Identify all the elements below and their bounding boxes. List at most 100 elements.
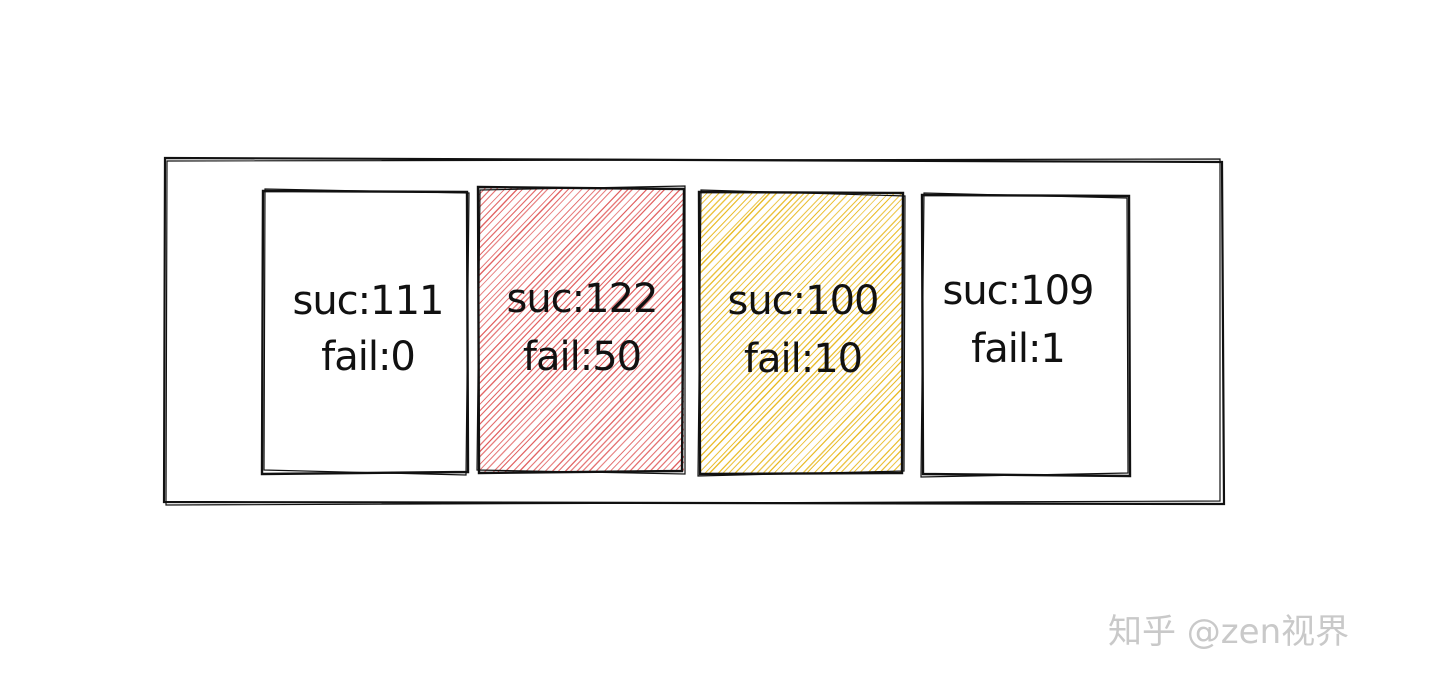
hatch-line: [194, 182, 478, 478]
hatch-line: [478, 231, 684, 449]
cell-1: suc:122 fail:50: [194, 182, 686, 478]
hatch-line: [531, 311, 684, 472]
hatch-line: [733, 298, 903, 474]
cell-1-red-hatch: [194, 182, 684, 478]
cell-2-suc-label: suc:100: [727, 278, 878, 324]
hatch-line: [543, 325, 684, 472]
cell-3-suc-label: suc:109: [942, 268, 1093, 314]
hatch-line: [851, 420, 903, 474]
hatch-line: [772, 338, 903, 474]
hatch-line: [478, 251, 684, 467]
hatch-line: [478, 191, 684, 407]
hatch-line: [511, 292, 684, 472]
hatch-line: [700, 192, 768, 263]
hatch-line: [805, 373, 903, 474]
cell-2: suc:100 fail:10: [697, 189, 906, 477]
hatch-line: [478, 188, 657, 373]
hatch-line: [478, 202, 684, 420]
hatch-line: [587, 371, 684, 472]
hatch-line: [602, 387, 684, 472]
hatch-line: [766, 332, 903, 474]
hatch-line: [700, 192, 877, 378]
hatch-line: [700, 192, 844, 342]
hatch-line: [478, 222, 684, 441]
hatch-line: [628, 413, 684, 472]
hatch-line: [700, 192, 734, 227]
hatch-line: [812, 379, 903, 474]
hatch-line: [478, 188, 493, 204]
hatch-line: [700, 192, 897, 396]
hatch-line: [700, 192, 760, 254]
hatch-line: [478, 188, 592, 306]
hatch-line: [478, 188, 667, 386]
hatch-line: [580, 365, 684, 472]
hatch-line: [478, 188, 604, 318]
hatch-line: [478, 188, 635, 353]
hatch-line: [483, 263, 684, 472]
hatch-line: [700, 192, 883, 384]
hatch-line: [833, 400, 903, 474]
hatch-line: [700, 203, 903, 418]
hatch-line: [478, 188, 479, 189]
hatch-line: [648, 434, 684, 472]
hatch-line: [478, 237, 684, 455]
cell-0-fail-label: fail:0: [321, 334, 415, 380]
hatch-line: [536, 318, 684, 472]
hatch-line: [846, 414, 903, 474]
hatch-line: [556, 339, 684, 472]
hatch-line: [478, 188, 642, 358]
hatch-line: [700, 192, 728, 221]
hatch-line: [700, 192, 746, 241]
hatch-line: [721, 284, 903, 474]
cell-0-suc-label: suc:111: [292, 278, 443, 324]
hatch-line: [504, 285, 684, 472]
hatch-line: [700, 192, 891, 390]
hatch-line: [478, 188, 649, 367]
hatch-line: [700, 196, 903, 411]
hatch-line: [838, 407, 903, 474]
hatch-line: [575, 358, 684, 472]
hatch-line: [700, 192, 788, 283]
hatch-line: [478, 188, 525, 237]
hatch-line: [550, 332, 684, 472]
cell-2-fail-label: fail:10: [744, 336, 862, 382]
hatch-line: [615, 400, 684, 472]
hatch-line: [707, 271, 903, 474]
hatch-line: [700, 211, 903, 426]
hatch-line: [478, 188, 520, 232]
hatch-line: [478, 188, 683, 400]
hatch-line: [700, 237, 903, 451]
hatch-line: [761, 325, 903, 474]
hatch-line: [827, 394, 903, 474]
hatch-line: [478, 188, 624, 340]
hatch-line: [700, 257, 903, 473]
hatch-line: [478, 188, 487, 197]
hatch-line: [478, 188, 609, 326]
hatch-line: [478, 188, 584, 299]
hatch-line: [700, 192, 832, 329]
hatch-line: [727, 291, 903, 474]
hatch-line: [700, 217, 903, 431]
hatch-line: [524, 306, 684, 472]
hatch-line: [517, 298, 684, 472]
hatch-line: [700, 192, 859, 356]
hatch-line: [703, 265, 903, 474]
cell-1-fail-label: fail:50: [523, 334, 641, 380]
hatch-line: [478, 188, 550, 263]
cell-0: suc:111 fail:0: [260, 188, 470, 476]
hatch-line: [478, 188, 571, 285]
hatch-line: [497, 278, 684, 472]
hatch-line: [700, 192, 866, 363]
watermark-text: 知乎 @zen视界: [1108, 612, 1349, 652]
hatch-line: [608, 393, 684, 472]
hatch-line: [700, 192, 838, 336]
hatch-line: [622, 407, 684, 472]
hatch-line: [700, 192, 871, 371]
cell-3: suc:109 fail:1: [920, 192, 1132, 478]
hatch-line: [787, 354, 903, 474]
cell-3-fail-label: fail:1: [971, 326, 1065, 372]
hatch-line: [478, 188, 676, 393]
hatch-line: [700, 243, 903, 458]
hatch-line: [741, 305, 903, 474]
